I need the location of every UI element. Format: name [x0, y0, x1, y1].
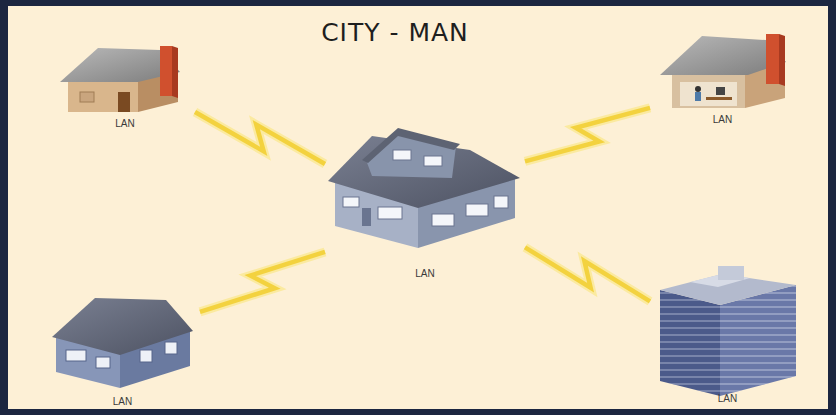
house-icon-part — [432, 214, 454, 226]
house-icon-part — [393, 150, 411, 160]
lightning-bolt — [525, 247, 650, 301]
house-icon-part — [362, 128, 460, 163]
lan-label: LAN — [325, 268, 525, 280]
house-icon-part — [362, 208, 371, 226]
house-icon-part — [779, 34, 785, 86]
lan-label: LAN — [55, 118, 195, 130]
wireless-link — [195, 112, 325, 164]
house-icon — [60, 46, 180, 112]
house-icon-part — [140, 350, 152, 362]
network-node: LAN — [325, 128, 525, 280]
house-icon-part — [706, 97, 732, 100]
house-icon-part — [343, 197, 359, 207]
house-icon — [660, 34, 786, 108]
house-icon-part — [80, 92, 94, 102]
wireless-link — [200, 252, 325, 312]
house-icon-part — [118, 92, 130, 112]
office-building-icon — [660, 266, 796, 396]
house-icon-part — [695, 92, 701, 101]
house-icon-part — [695, 86, 701, 92]
house-icon-part — [96, 357, 110, 368]
lan-label: LAN — [650, 114, 795, 126]
house-icon-part — [716, 87, 725, 95]
house-icon-part — [378, 207, 402, 219]
lightning-glow — [195, 112, 325, 164]
house-icon — [328, 128, 520, 248]
office-building-icon-part — [660, 290, 720, 396]
house-icon-part — [52, 298, 193, 355]
lan-label: LAN — [45, 396, 200, 408]
house-icon-part — [766, 34, 779, 84]
network-node: LAN — [55, 38, 195, 130]
lightning-glow — [525, 108, 650, 161]
house-icon-part — [680, 82, 737, 106]
lightning-glow — [525, 247, 650, 301]
lightning-bolt — [525, 108, 650, 161]
house-icon-part — [172, 46, 178, 98]
lan-label: LAN — [650, 393, 805, 405]
house-icon-part — [165, 342, 177, 354]
wireless-link — [525, 247, 650, 301]
office-building-icon-part — [660, 290, 720, 396]
house-icon-part — [672, 72, 745, 108]
house-icon-part — [494, 196, 508, 208]
house-icon-part — [66, 350, 86, 361]
office-building-icon-part — [718, 266, 744, 280]
lightning-glow — [200, 252, 325, 312]
house-icon-part — [68, 80, 138, 112]
house-icon — [52, 298, 193, 388]
network-node: LAN — [650, 28, 795, 126]
wireless-link — [525, 108, 650, 161]
lightning-bolt — [195, 112, 325, 164]
network-node: LAN — [650, 265, 805, 405]
house-icon-part — [424, 156, 442, 166]
lightning-bolt — [200, 252, 325, 312]
network-node: LAN — [45, 290, 200, 408]
diagram-title: CITY - MAN — [200, 18, 590, 48]
house-icon-part — [160, 46, 172, 96]
house-icon-part — [466, 204, 488, 216]
